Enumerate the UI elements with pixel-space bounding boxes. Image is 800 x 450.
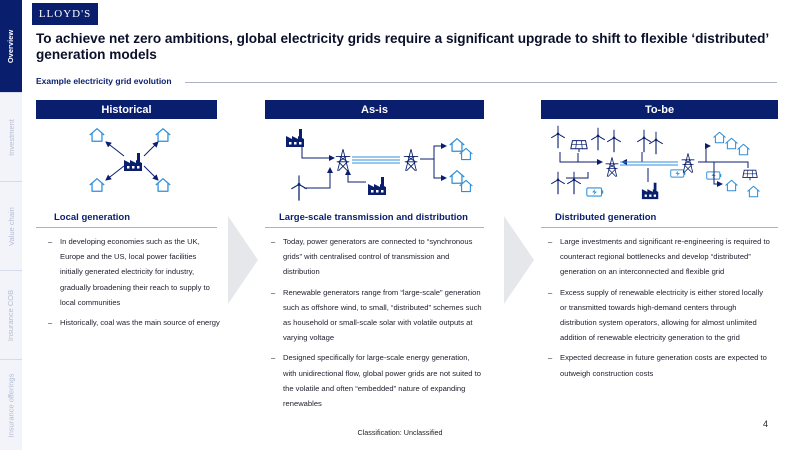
solar-panel-icon bbox=[742, 169, 758, 181]
factory-icon bbox=[641, 182, 659, 200]
classification-label: Classification: Unclassified bbox=[357, 428, 443, 437]
sidebar-tab-overview[interactable]: Overview bbox=[0, 0, 22, 92]
house-icon bbox=[89, 178, 105, 192]
house-icon bbox=[724, 179, 739, 192]
wind-turbine-icon bbox=[606, 129, 622, 153]
list-item: Excess supply of renewable electricity i… bbox=[548, 285, 770, 346]
chevron-arrow-icon bbox=[504, 216, 534, 304]
house-icon bbox=[449, 170, 465, 184]
house-icon bbox=[89, 128, 105, 142]
house-icon bbox=[724, 137, 739, 150]
heading-rule bbox=[36, 227, 217, 228]
pylon-icon bbox=[681, 152, 695, 174]
wind-turbine-icon bbox=[648, 131, 664, 155]
battery-icon bbox=[586, 187, 604, 197]
chevron-arrow-icon bbox=[228, 216, 258, 304]
sidebar-tab-insurance-cob[interactable]: Insurance COB bbox=[6, 289, 16, 341]
house-icon bbox=[155, 128, 171, 142]
wind-turbine-icon bbox=[566, 171, 582, 195]
list-item: Large investments and significant re-eng… bbox=[548, 234, 770, 280]
house-icon bbox=[155, 178, 171, 192]
historical-grid-diagram bbox=[89, 128, 171, 192]
page-number: 4 bbox=[762, 419, 768, 429]
list-item: Expected decrease in future generation c… bbox=[548, 350, 770, 380]
sidebar-divider bbox=[0, 359, 22, 360]
bullet-list-historical: In developing economies such as the UK, … bbox=[48, 234, 220, 335]
subtitle-rule bbox=[185, 82, 777, 83]
as-is-grid-diagram bbox=[286, 129, 473, 202]
section-subtitle: Example electricity grid evolution bbox=[36, 76, 172, 86]
house-icon bbox=[712, 131, 727, 144]
factory-icon bbox=[368, 177, 386, 195]
lloyds-logo: LLOYD'S bbox=[32, 3, 98, 25]
solar-panel-icon bbox=[570, 140, 588, 153]
factory-icon bbox=[124, 153, 142, 171]
bullet-list-to-be: Large investments and significant re-eng… bbox=[548, 234, 770, 386]
battery-icon bbox=[670, 169, 686, 178]
house-icon bbox=[736, 143, 751, 156]
column-header-historical: Historical bbox=[36, 100, 217, 119]
sidebar-nav: Overview Investment Value chain Insuranc… bbox=[0, 0, 22, 450]
wind-turbine-icon bbox=[590, 127, 606, 151]
list-item: Designed specifically for large-scale en… bbox=[271, 350, 485, 411]
house-icon bbox=[746, 185, 761, 198]
wind-turbine-icon bbox=[550, 125, 566, 149]
heading-rule bbox=[265, 227, 484, 228]
sidebar-divider bbox=[0, 270, 22, 271]
sidebar-divider bbox=[0, 181, 22, 182]
wind-turbine-icon bbox=[550, 171, 566, 195]
list-item: In developing economies such as the UK, … bbox=[48, 234, 220, 310]
sidebar-tab-value-chain[interactable]: Value chain bbox=[6, 206, 16, 246]
wind-turbine-icon bbox=[636, 129, 652, 153]
column-heading-to-be: Distributed generation bbox=[555, 212, 657, 223]
to-be-grid-diagram bbox=[550, 125, 761, 200]
column-heading-historical: Local generation bbox=[54, 212, 131, 223]
column-heading-as-is: Large-scale transmission and distributio… bbox=[279, 212, 468, 223]
list-item: Today, power generators are connected to… bbox=[271, 234, 485, 280]
list-item: Renewable generators range from “large-s… bbox=[271, 285, 485, 346]
column-header-to-be: To-be bbox=[541, 100, 778, 119]
pylon-icon bbox=[605, 156, 619, 178]
factory-icon bbox=[286, 129, 304, 147]
pylon-icon bbox=[403, 148, 419, 172]
page-title: To achieve net zero ambitions, global el… bbox=[36, 31, 769, 62]
sidebar-tab-investment[interactable]: Investment bbox=[6, 118, 16, 156]
pylon-icon bbox=[335, 148, 351, 172]
list-item: Historically, coal was the main source o… bbox=[48, 315, 220, 330]
sidebar-divider bbox=[0, 92, 22, 93]
column-header-as-is: As-is bbox=[265, 100, 484, 119]
bullet-list-as-is: Today, power generators are connected to… bbox=[271, 234, 485, 416]
house-icon bbox=[449, 138, 465, 152]
heading-rule bbox=[541, 227, 778, 228]
